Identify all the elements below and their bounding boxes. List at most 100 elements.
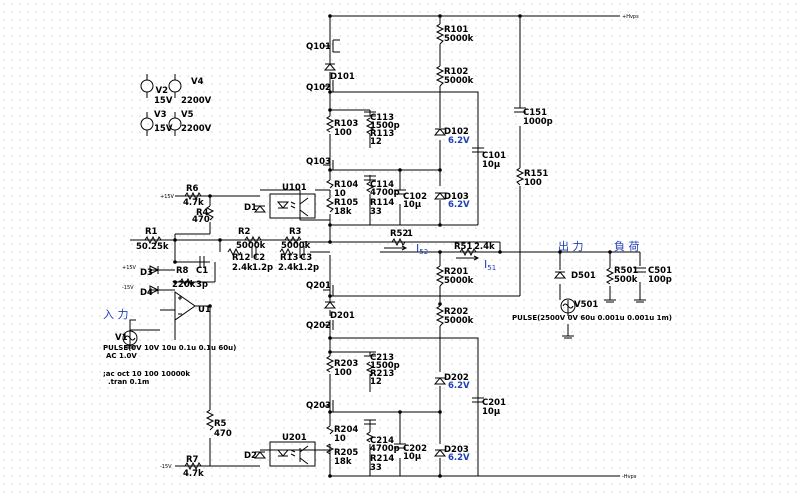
resistor-r104[interactable] bbox=[326, 179, 334, 189]
capacitor-c214[interactable] bbox=[364, 419, 376, 425]
diode-d201[interactable] bbox=[323, 301, 337, 309]
d2-label: D2 bbox=[244, 451, 257, 461]
r201-value: 5000k bbox=[444, 276, 474, 286]
resistor-r214[interactable] bbox=[366, 431, 375, 443]
c1-value: 3p bbox=[196, 280, 208, 290]
zener-d203[interactable] bbox=[433, 449, 447, 457]
mosfet-q202[interactable] bbox=[323, 320, 334, 330]
r203-value: 100 bbox=[334, 368, 352, 378]
resistor-r1[interactable] bbox=[144, 235, 162, 245]
resistor-r102[interactable] bbox=[435, 65, 445, 87]
mosfet-q201[interactable] bbox=[323, 285, 334, 296]
resistor-r4[interactable] bbox=[205, 205, 215, 221]
u201-label: U201 bbox=[282, 433, 307, 443]
resistor-r7[interactable] bbox=[184, 461, 202, 471]
c3-ref: C3 bbox=[300, 253, 312, 263]
resistor-r8[interactable] bbox=[179, 277, 194, 287]
diode-d4[interactable] bbox=[149, 285, 160, 295]
resistor-r105[interactable] bbox=[325, 197, 335, 213]
resistor-r202[interactable] bbox=[435, 305, 445, 327]
resistor-r103[interactable] bbox=[325, 115, 335, 133]
source-v1[interactable] bbox=[122, 330, 138, 346]
capacitor-c501[interactable] bbox=[634, 267, 646, 273]
c501-ref: C501 bbox=[648, 266, 672, 276]
r204-value: 10 bbox=[334, 434, 346, 444]
r101-value: 5000k bbox=[444, 34, 474, 44]
c101-ref: C101 bbox=[482, 151, 506, 161]
capacitor-c113[interactable] bbox=[364, 111, 376, 117]
resistor-r51[interactable] bbox=[459, 247, 477, 257]
mosfet-q102[interactable] bbox=[323, 80, 334, 92]
labels: +Hvps -Hvps V2 15V V4 2200V V3 15V V5 22… bbox=[103, 14, 672, 480]
resistor-r3[interactable] bbox=[284, 235, 302, 245]
capacitor-c101[interactable] bbox=[472, 147, 484, 153]
resistor-r203[interactable] bbox=[325, 355, 335, 373]
resistor-r114[interactable] bbox=[366, 181, 375, 193]
resistor-r205[interactable] bbox=[326, 443, 335, 455]
resistor-r101[interactable] bbox=[435, 23, 445, 45]
v2-value: 15V bbox=[154, 96, 173, 106]
diode-d101[interactable] bbox=[323, 63, 337, 71]
optocoupler-u201[interactable] bbox=[269, 441, 316, 467]
zener-d202[interactable] bbox=[433, 377, 447, 385]
resistor-r12[interactable] bbox=[227, 247, 242, 257]
v5-value: 2200V bbox=[181, 124, 212, 134]
resistor-r13[interactable] bbox=[279, 247, 294, 257]
d202-ref: D202 bbox=[444, 373, 469, 383]
source-v5[interactable] bbox=[168, 112, 182, 136]
diode-d3[interactable] bbox=[149, 265, 160, 275]
source-v3[interactable] bbox=[140, 112, 154, 136]
capacitor-c102[interactable] bbox=[394, 189, 406, 195]
resistor-r2[interactable] bbox=[244, 235, 262, 245]
mosfet-q203[interactable] bbox=[323, 400, 334, 412]
capacitor-c151[interactable] bbox=[514, 107, 526, 113]
source-v501[interactable] bbox=[560, 298, 576, 314]
resistor-r5[interactable] bbox=[205, 409, 215, 431]
r12-value: 2.4k bbox=[232, 263, 253, 273]
diode-d501[interactable] bbox=[553, 271, 567, 279]
resistor-r501[interactable] bbox=[605, 267, 615, 285]
resistor-r151[interactable] bbox=[515, 167, 525, 186]
r501-value: 500k bbox=[614, 275, 638, 285]
arrow-i52 bbox=[384, 245, 408, 251]
zener-d103[interactable] bbox=[433, 192, 447, 200]
capacitor-c3[interactable] bbox=[299, 246, 305, 258]
capacitor-c2[interactable] bbox=[251, 246, 257, 258]
capacitor-c213[interactable] bbox=[364, 351, 376, 357]
mosfet-q101[interactable] bbox=[323, 39, 340, 53]
ground-symbol bbox=[604, 299, 616, 303]
r214-ref: R214 bbox=[370, 454, 394, 464]
opamp-u1[interactable] bbox=[174, 291, 196, 321]
capacitor-c114[interactable] bbox=[364, 175, 376, 181]
r113-value: 12 bbox=[370, 137, 382, 147]
resistor-r113[interactable] bbox=[365, 117, 375, 135]
source-v4[interactable] bbox=[168, 74, 182, 98]
resistor-r6[interactable] bbox=[184, 191, 202, 201]
r501-ref: R501 bbox=[614, 266, 638, 276]
resistor-r201[interactable] bbox=[435, 265, 445, 287]
optocoupler-u101[interactable] bbox=[269, 193, 316, 219]
c102-ref: C102 bbox=[403, 192, 427, 202]
d102-ref: D102 bbox=[444, 127, 469, 137]
capacitor-c1[interactable] bbox=[199, 256, 205, 268]
u101-label: U101 bbox=[282, 183, 307, 193]
diode-d2[interactable] bbox=[253, 451, 267, 459]
c3-value: 1.2p bbox=[298, 263, 319, 273]
resistor-r204[interactable] bbox=[326, 425, 334, 435]
c114-ref: C114 bbox=[370, 180, 394, 190]
zener-d102[interactable] bbox=[433, 128, 447, 136]
v2-ref: V2 bbox=[156, 86, 169, 96]
resistor-r213[interactable] bbox=[365, 361, 375, 377]
v1-ac: AC 1.0V bbox=[106, 352, 137, 360]
r104-ref: R104 bbox=[334, 180, 358, 190]
c213-ref: C213 bbox=[370, 353, 394, 363]
resistor-r52[interactable] bbox=[391, 237, 406, 247]
capacitor-c201[interactable] bbox=[472, 397, 484, 403]
load-label: 負 荷 bbox=[614, 240, 640, 253]
r6-ref: R6 bbox=[186, 184, 199, 194]
diode-d1[interactable] bbox=[253, 205, 267, 213]
source-v2[interactable] bbox=[140, 74, 154, 98]
junction-dots bbox=[173, 14, 612, 478]
capacitor-c202[interactable] bbox=[394, 443, 406, 449]
